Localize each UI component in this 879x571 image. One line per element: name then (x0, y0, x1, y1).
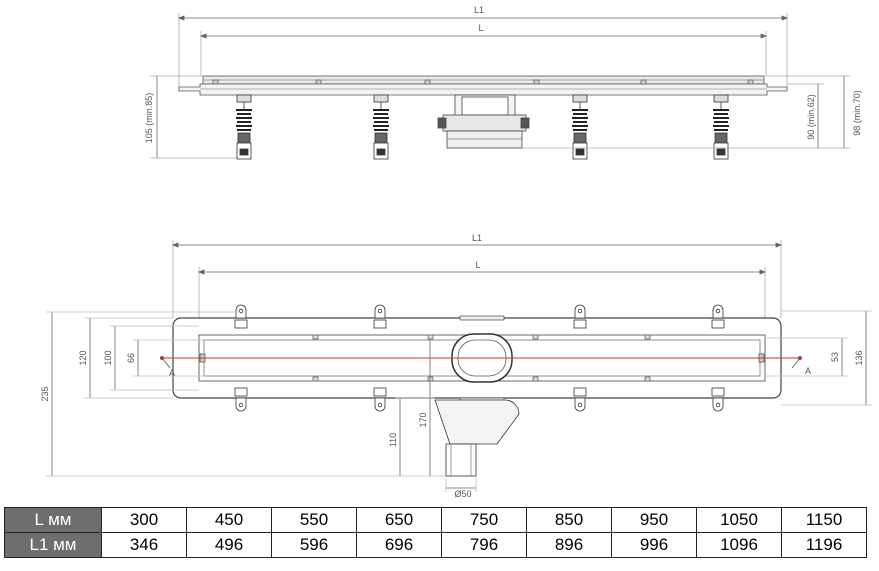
dim-136-label: 136 (854, 350, 864, 365)
size-table: L мм 300 450 550 650 750 850 950 1050 11… (4, 507, 867, 558)
row-label-l: L мм (4, 507, 102, 533)
dim-66-label: 66 (126, 353, 136, 363)
table-cell: 450 (186, 507, 272, 533)
dim-100-label: 100 (103, 350, 113, 365)
table-cell: 650 (356, 507, 442, 533)
side-l-label: L (478, 23, 483, 33)
table-cell: 1150 (781, 507, 867, 533)
leg-4 (713, 94, 729, 160)
table-cell: 1196 (781, 532, 867, 558)
plan-l-label: L (475, 260, 480, 270)
section-mark-right: A (805, 366, 811, 376)
table-cell: 1096 (696, 532, 782, 558)
table-cell: 750 (441, 507, 527, 533)
row-label-l1: L1 мм (4, 532, 102, 558)
table-cell: 1050 (696, 507, 782, 533)
table-cell: 796 (441, 532, 527, 558)
table-row-l: L мм 300 450 550 650 750 850 950 1050 11… (4, 507, 867, 533)
outlet-side (437, 94, 530, 149)
table-cell: 496 (186, 532, 272, 558)
dim-235-label: 235 (40, 386, 50, 401)
side-l1-label: L1 (474, 5, 484, 15)
side-height-right-b-label: 98 (min.70) (852, 90, 862, 136)
dim-53-label: 53 (830, 352, 840, 362)
table-cell: 346 (101, 532, 187, 558)
plan-view (46, 240, 872, 492)
table-cell: 696 (356, 532, 442, 558)
table-cell: 596 (271, 532, 357, 558)
table-cell: 996 (611, 532, 697, 558)
section-mark-left: A (169, 368, 175, 378)
plan-l1-label: L1 (472, 233, 482, 243)
leg-3 (572, 94, 588, 160)
table-cell: 950 (611, 507, 697, 533)
leg-2 (373, 94, 389, 160)
side-height-right-a-label: 90 (min.62) (806, 94, 816, 140)
dim-170-label: 170 (418, 412, 428, 427)
side-view (150, 13, 850, 160)
leg-1 (236, 94, 252, 160)
table-cell: 300 (101, 507, 187, 533)
dim-120-label: 120 (78, 350, 88, 365)
dim-110-label: 110 (388, 433, 398, 447)
mounting-lugs (234, 304, 725, 412)
technical-drawing: L1 L 105 (min.85) 90 (min.62) 98 (min.70… (40, 5, 872, 499)
table-cell: 850 (526, 507, 612, 533)
outlet-pipe-plan (434, 399, 520, 477)
table-cell: 896 (526, 532, 612, 558)
table-cell: 550 (271, 507, 357, 533)
dim-d50-label: Ø50 (454, 489, 471, 499)
table-row-l1: L1 мм 346 496 596 696 796 896 996 1096 1… (4, 532, 867, 558)
side-height-left-label: 105 (min.85) (144, 93, 154, 144)
